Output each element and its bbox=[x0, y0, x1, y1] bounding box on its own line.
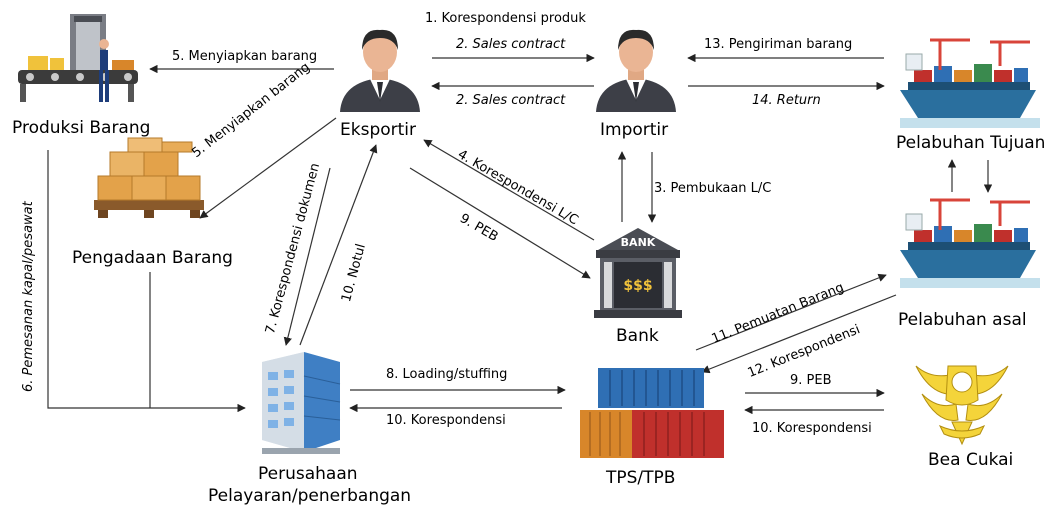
edge-label-8: 8. Loading/stuffing bbox=[386, 367, 508, 382]
node-produksi-label: Produksi Barang bbox=[12, 118, 151, 138]
edge-label-1: 1. Korespondensi produk bbox=[425, 11, 586, 26]
node-perusahaan-label-1: Perusahaan bbox=[258, 464, 358, 484]
bank-building-icon: BANK $$$ bbox=[594, 228, 682, 318]
arrow-e11 bbox=[695, 273, 887, 351]
arrow-e6 bbox=[47, 150, 246, 413]
node-eksportir-label: Eksportir bbox=[340, 120, 417, 140]
edge-label-14: 14. Return bbox=[752, 93, 821, 108]
node-tps-label: TPS/TPB bbox=[606, 468, 676, 488]
edge-label-13: 13. Pengiriman barang bbox=[704, 37, 853, 52]
node-importir-label: Importir bbox=[600, 120, 669, 140]
arrow-e9a bbox=[409, 167, 591, 279]
edge-label-9b: 9. PEB bbox=[790, 373, 832, 388]
arrow-e10a bbox=[299, 144, 378, 346]
arrow-e7 bbox=[283, 167, 331, 346]
eksportir-person-icon bbox=[340, 29, 420, 112]
edge-label-6: 6. Pemesanan kapal/pesawat bbox=[21, 201, 36, 392]
importir-person-icon bbox=[596, 29, 676, 112]
office-building-icon bbox=[262, 352, 341, 454]
node-perusahaan-label-2: Pelayaran/penerbangan bbox=[208, 486, 412, 506]
node-bea-cukai-label: Bea Cukai bbox=[928, 450, 1014, 470]
bank-sign-text: BANK bbox=[621, 236, 656, 249]
edge-label-5a: 5. Menyiapkan barang bbox=[172, 49, 318, 64]
arrow-e5b bbox=[199, 117, 337, 219]
edge-label-2b: 2. Sales contract bbox=[456, 93, 566, 108]
boxes-pallet-icon bbox=[94, 137, 204, 218]
edge-label-10c: 10. Korespondensi bbox=[752, 421, 872, 436]
ship-tujuan-icon bbox=[900, 38, 1040, 128]
node-bank-label: Bank bbox=[616, 326, 659, 346]
ship-asal-icon bbox=[900, 198, 1040, 288]
edge-label-3: 3. Pembukaan L/C bbox=[654, 181, 772, 196]
arrows bbox=[47, 53, 993, 415]
arrow-e4 bbox=[423, 139, 595, 241]
bea-cukai-emblem-icon bbox=[915, 365, 1009, 446]
edge-label-10b: 10. Korespondensi bbox=[386, 413, 506, 428]
arrow-e12 bbox=[701, 294, 897, 374]
containers-icon bbox=[580, 368, 724, 458]
edge-label-2a: 2. Sales contract bbox=[456, 37, 566, 52]
node-pengadaan-label: Pengadaan Barang bbox=[72, 248, 233, 268]
node-pelabuhan-tujuan-label: Pelabuhan Tujuan bbox=[896, 133, 1046, 153]
factory-conveyor-icon bbox=[18, 14, 138, 102]
node-pelabuhan-asal-label: Pelabuhan asal bbox=[898, 310, 1027, 330]
bank-money-text: $$$ bbox=[623, 278, 652, 294]
